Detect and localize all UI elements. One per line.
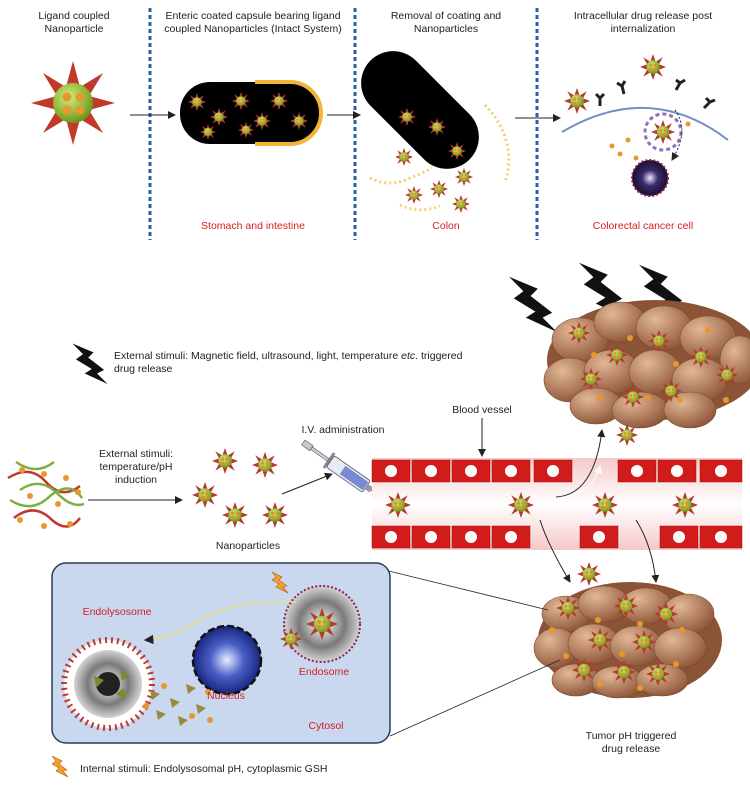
external-stimuli-legend: External stimuli: Magnetic field, ultras…	[114, 350, 463, 375]
open-capsule-icon	[361, 51, 511, 213]
arrow-to-top-tumor	[555, 429, 606, 498]
blood-vessel-label: Blood vessel	[452, 404, 512, 416]
nucleus	[191, 624, 263, 696]
nucleus-label: Nucleus	[207, 690, 245, 702]
released-drug	[143, 683, 213, 726]
site-colorectal-cancer-cell: Colorectal cancer cell	[592, 220, 694, 232]
blood-vessel	[371, 458, 743, 550]
lightning-bolt-icon	[509, 276, 557, 332]
nanoparticle-cluster	[192, 448, 288, 528]
arrow-to-tumor-1	[539, 519, 571, 583]
enteric-capsule-icon	[180, 80, 323, 146]
cell-box	[51, 562, 391, 744]
internal-stimuli-legend: Internal stimuli: Endolysosomal pH, cyto…	[80, 763, 328, 775]
arrow-to-syringe	[281, 472, 333, 495]
endolysosome-label: Endolysosome	[82, 606, 152, 618]
cytosol-label: Cytosol	[308, 720, 344, 732]
site-stomach-intestine: Stomach and intestine	[201, 220, 305, 232]
polymer-strands-icon	[7, 460, 85, 528]
internal-stimuli-legend-icon	[51, 755, 69, 778]
endolysosome-vesicle	[61, 637, 155, 731]
endosome-label: Endosome	[298, 666, 350, 678]
nanoparticles-label: Nanoparticles	[215, 540, 281, 552]
external-stimuli-bolt-icon	[72, 343, 108, 384]
colorectal-cell-icon	[561, 54, 729, 197]
tumor-cluster-top	[543, 300, 750, 446]
tumor-cluster-bottom	[533, 562, 722, 699]
drug-dots	[17, 467, 81, 529]
ligand-nanoparticle-icon	[31, 61, 115, 145]
iv-administration-label: I.V. administration	[301, 424, 385, 436]
site-colon: Colon	[432, 220, 460, 232]
arrow-to-tumor-2	[635, 519, 660, 583]
connector-line	[389, 659, 561, 737]
